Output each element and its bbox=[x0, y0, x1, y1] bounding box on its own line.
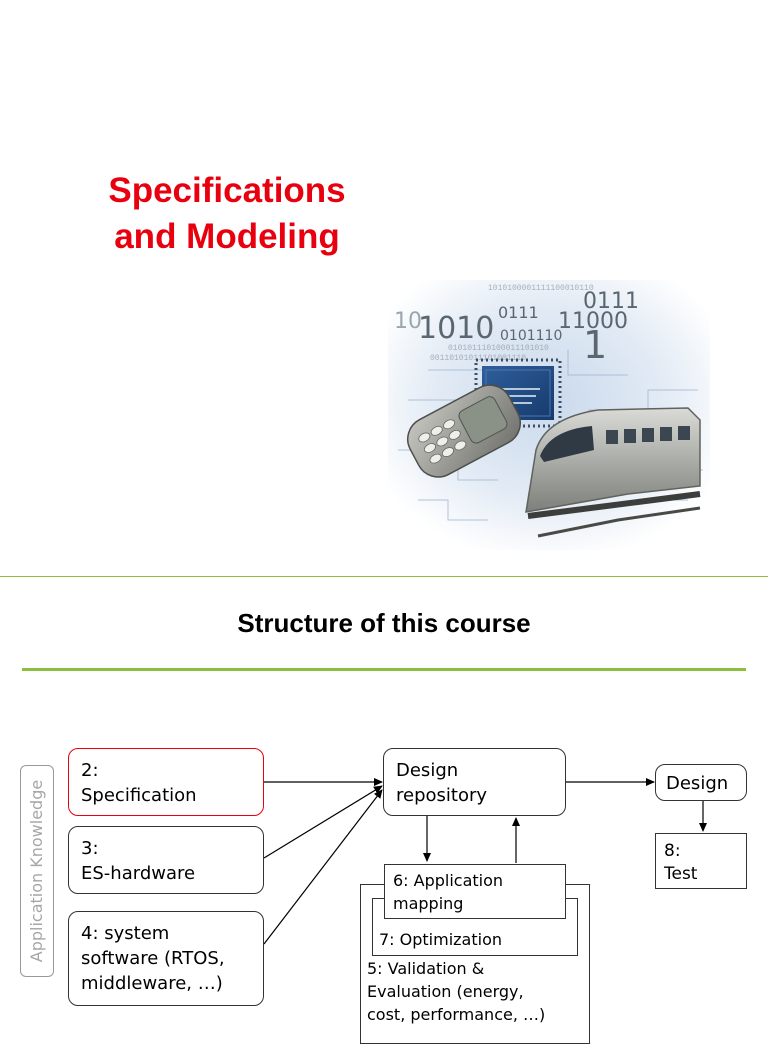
validation-line-3: cost, performance, …) bbox=[367, 1005, 546, 1024]
digits-text-1: 1010 bbox=[418, 311, 494, 346]
heading-underline bbox=[22, 668, 746, 671]
design-repository-line-2: repository bbox=[396, 785, 488, 806]
design-repository-box: Design repository bbox=[383, 748, 566, 816]
specification-number: 2: bbox=[81, 760, 99, 781]
digits-text-4: 0101110 bbox=[500, 328, 562, 344]
application-mapping-line-2: mapping bbox=[393, 894, 464, 913]
es-hardware-box: 3: ES-hardware bbox=[68, 826, 264, 894]
test-number: 8: bbox=[664, 841, 681, 861]
specification-box: 2: Specification bbox=[68, 748, 264, 816]
system-software-line-3: middleware, …) bbox=[81, 973, 223, 994]
test-label: Test bbox=[664, 864, 698, 884]
digits-text-5: 0111 bbox=[498, 303, 539, 322]
test-box: 8: Test bbox=[655, 833, 747, 889]
svg-text:010101110100011101010: 010101110100011101010 bbox=[448, 344, 549, 353]
design-box: Design bbox=[655, 764, 747, 801]
system-software-line-1: 4: system bbox=[81, 923, 170, 944]
application-knowledge-box: Application Knowledge bbox=[20, 765, 54, 977]
binary-digits: 1010 0111 11000 0101110 0111 1 10 bbox=[394, 289, 639, 367]
es-hardware-label: ES-hardware bbox=[81, 863, 196, 884]
arrow-hardware-to-repository bbox=[263, 785, 383, 859]
es-hardware-number: 3: bbox=[81, 838, 99, 859]
design-label: Design bbox=[666, 773, 729, 794]
digits-text-7: 10 bbox=[394, 309, 422, 334]
application-mapping-box: 6: Application mapping bbox=[384, 864, 566, 919]
validation-line-2: Evaluation (energy, bbox=[367, 982, 524, 1001]
svg-text:00110101011101001110: 00110101011101001110 bbox=[430, 354, 526, 363]
application-knowledge-label: Application Knowledge bbox=[27, 779, 46, 963]
slide-title: Specifications and Modeling bbox=[70, 168, 384, 260]
digits-text-2: 0111 bbox=[583, 289, 639, 314]
system-software-line-2: software (RTOS, bbox=[81, 948, 225, 969]
digits-text-3: 11000 bbox=[558, 309, 628, 334]
application-mapping-line-1: 6: Application bbox=[393, 871, 504, 890]
design-repository-line-1: Design bbox=[396, 760, 459, 781]
digits-text-6: 1 bbox=[583, 323, 607, 367]
course-structure-heading: Structure of this course bbox=[237, 608, 531, 638]
binary-digits-faint: 1010100001111100010110 01010111010001110… bbox=[430, 284, 594, 363]
slide-title-line-2: and Modeling bbox=[114, 217, 340, 256]
validation-line-1: 5: Validation & bbox=[367, 959, 485, 978]
high-speed-train bbox=[525, 407, 701, 538]
mobile-phone bbox=[407, 384, 521, 478]
embedded-systems-collage-image: 1010 0111 11000 0101110 0111 1 10 101010… bbox=[388, 280, 710, 550]
specification-label: Specification bbox=[81, 785, 197, 806]
optimization-label: 7: Optimization bbox=[379, 930, 503, 949]
svg-text:1010100001111100010110: 1010100001111100010110 bbox=[488, 284, 594, 293]
slide-divider bbox=[0, 576, 768, 577]
system-software-box: 4: system software (RTOS, middleware, …) bbox=[68, 911, 264, 1006]
slide-title-line-1: Specifications bbox=[108, 171, 346, 210]
